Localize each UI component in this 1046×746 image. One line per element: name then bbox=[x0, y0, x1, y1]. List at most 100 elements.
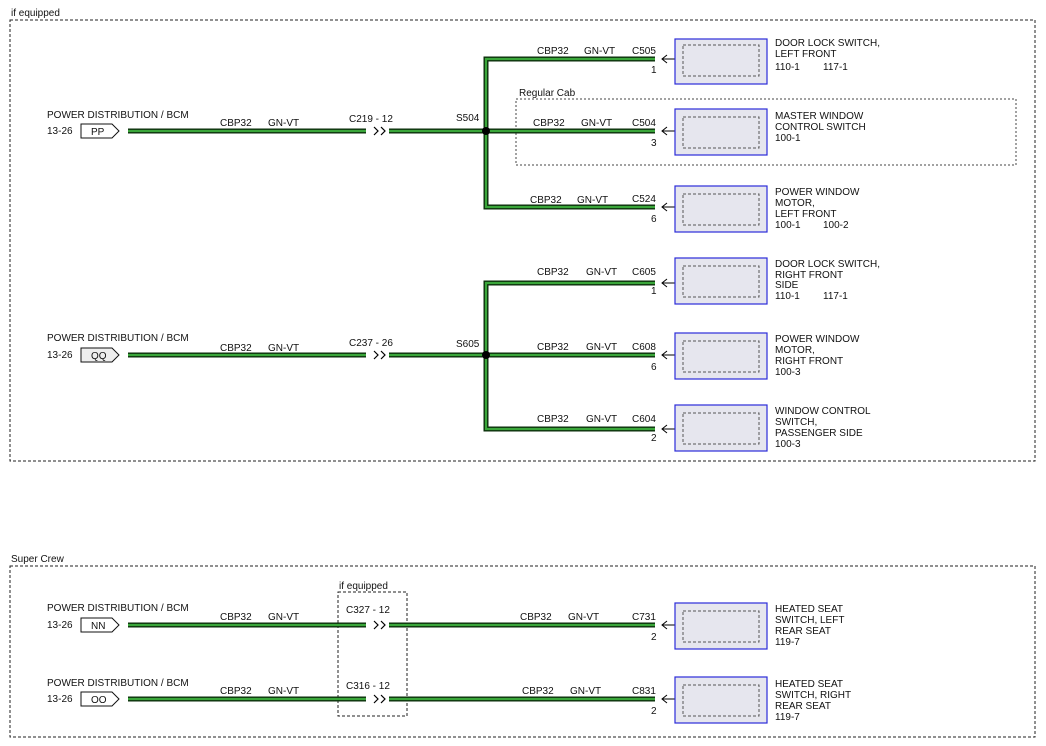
source-title: POWER DISTRIBUTION / BCM bbox=[47, 333, 189, 344]
pin-arrow-icon bbox=[661, 350, 675, 360]
connector-label: C504 bbox=[632, 118, 656, 129]
connector-label: C731 bbox=[632, 612, 656, 623]
super-crew-frame bbox=[9, 565, 1036, 738]
source-title: POWER DISTRIBUTION / BCM bbox=[47, 678, 189, 689]
wire-circuit: CBP32 bbox=[220, 686, 252, 697]
component-name-line: LEFT FRONT bbox=[775, 209, 836, 220]
wire-color: GN-VT bbox=[584, 46, 615, 57]
inline-connector-c327: C327 - 12 bbox=[346, 605, 390, 616]
inline-connector-symbols bbox=[373, 126, 386, 704]
component-name-line: REAR SEAT bbox=[775, 701, 831, 712]
component-name-line: LEFT FRONT bbox=[775, 49, 836, 60]
component-ref: 100-3 bbox=[775, 439, 801, 450]
component-name-line: WINDOW CONTROL bbox=[775, 406, 871, 417]
pin-number: 3 bbox=[651, 138, 657, 149]
pin-arrow-icon bbox=[661, 424, 675, 434]
component-ref: 117-1 bbox=[823, 62, 848, 73]
wire-circuit: CBP32 bbox=[220, 612, 252, 623]
wire-circuit: CBP32 bbox=[530, 195, 562, 206]
inline-connector-c316: C316 - 12 bbox=[346, 681, 390, 692]
component-door-lock-switch-right-front-side: C605 1 DOOR LOCK SWITCH, RIGHT FRONT SID… bbox=[632, 257, 880, 305]
component-ref: 100-1 bbox=[775, 133, 801, 144]
connector-label: C604 bbox=[632, 414, 656, 425]
regular-cab-frame bbox=[515, 98, 1017, 166]
component-name-line: MOTOR, bbox=[775, 345, 815, 356]
wire-color: GN-VT bbox=[568, 612, 599, 623]
pin-number: 2 bbox=[651, 632, 657, 643]
connector-label: C608 bbox=[632, 342, 656, 353]
pin-number: 2 bbox=[651, 706, 657, 717]
source-qq: POWER DISTRIBUTION / BCM 13-26 QQ bbox=[47, 333, 189, 363]
pin-number: 6 bbox=[651, 214, 657, 225]
pin-number: 1 bbox=[651, 286, 657, 297]
component-ref: 119-7 bbox=[775, 637, 800, 648]
inline-if-equipped-frame bbox=[337, 591, 408, 717]
component-name-line: HEATED SEAT bbox=[775, 679, 843, 690]
splice-s605-label: S605 bbox=[456, 339, 480, 350]
component-heated-seat-switch-left-rear: C731 2 HEATED SEAT SWITCH, LEFT REAR SEA… bbox=[632, 602, 844, 650]
wire-labels: CBP32 GN-VT CBP32 GN-VT CBP32 GN-VT CBP3… bbox=[220, 46, 617, 697]
wire-color: GN-VT bbox=[268, 118, 299, 129]
inline-connector-c219: C219 - 12 bbox=[349, 114, 393, 125]
component-ref: 110-1 bbox=[775, 62, 800, 73]
pin-arrow-icon bbox=[661, 620, 675, 630]
source-ref: 13-26 bbox=[47, 694, 73, 705]
source-title: POWER DISTRIBUTION / BCM bbox=[47, 603, 189, 614]
component-name-line: POWER WINDOW bbox=[775, 334, 860, 345]
component-ref: 117-1 bbox=[823, 291, 848, 302]
splice-s504-dot bbox=[482, 127, 490, 135]
connector-label: C605 bbox=[632, 267, 656, 278]
bottom-section-label: Super Crew bbox=[11, 554, 65, 565]
source-oo: POWER DISTRIBUTION / BCM 13-26 OO bbox=[47, 678, 189, 707]
component-name-line: REAR SEAT bbox=[775, 626, 831, 637]
wire-circuit: CBP32 bbox=[533, 118, 565, 129]
component-window-control-switch-passenger-side: C604 2 WINDOW CONTROL SWITCH, PASSENGER … bbox=[632, 404, 871, 452]
component-door-lock-switch-left-front: C505 1 DOOR LOCK SWITCH, LEFT FRONT 110-… bbox=[632, 38, 880, 85]
pin-arrow-icon bbox=[661, 54, 675, 64]
source-tag: PP bbox=[91, 127, 105, 138]
source-tag: QQ bbox=[91, 351, 107, 362]
component-name-line: DOOR LOCK SWITCH, bbox=[775, 38, 880, 49]
component-ref: 100-1 bbox=[775, 220, 801, 231]
inline-if-equipped-label: if equipped bbox=[339, 581, 388, 592]
wire-color: GN-VT bbox=[586, 414, 617, 425]
component-name-line: PASSENGER SIDE bbox=[775, 428, 863, 439]
component-name-line: RIGHT FRONT bbox=[775, 270, 843, 281]
component-name-line: SWITCH, RIGHT bbox=[775, 690, 851, 701]
component-ref: 100-3 bbox=[775, 367, 801, 378]
connector-label: C524 bbox=[632, 194, 656, 205]
component-name-line: SWITCH, LEFT bbox=[775, 615, 844, 626]
component-name-line: CONTROL SWITCH bbox=[775, 122, 866, 133]
component-master-window-control-switch: C504 3 MASTER WINDOW CONTROL SWITCH 100-… bbox=[632, 108, 866, 156]
component-name-line: MOTOR, bbox=[775, 198, 815, 209]
pin-arrow-icon bbox=[661, 694, 675, 704]
wire-circuit: CBP32 bbox=[537, 267, 569, 278]
component-power-window-motor-left-front: C524 6 POWER WINDOW MOTOR, LEFT FRONT 10… bbox=[632, 185, 860, 233]
wire-color: GN-VT bbox=[570, 686, 601, 697]
wire-color: GN-VT bbox=[268, 612, 299, 623]
source-tag: OO bbox=[91, 695, 107, 706]
wire-color: GN-VT bbox=[586, 342, 617, 353]
source-tag: NN bbox=[91, 621, 105, 632]
wires bbox=[128, 56, 655, 702]
component-name-line: SWITCH, bbox=[775, 417, 817, 428]
source-ref: 13-26 bbox=[47, 126, 73, 137]
pin-number: 2 bbox=[651, 433, 657, 444]
splice-s605-dot bbox=[482, 351, 490, 359]
component-name-line: RIGHT FRONT bbox=[775, 356, 843, 367]
wire-circuit: CBP32 bbox=[220, 118, 252, 129]
pin-arrow-icon bbox=[661, 126, 675, 136]
component-heated-seat-switch-right-rear: C831 2 HEATED SEAT SWITCH, RIGHT REAR SE… bbox=[632, 676, 851, 724]
splice-s504-label: S504 bbox=[456, 113, 480, 124]
source-pp: POWER DISTRIBUTION / BCM 13-26 PP bbox=[47, 110, 189, 139]
regular-cab-label: Regular Cab bbox=[519, 88, 576, 99]
component-power-window-motor-right-front: C608 6 POWER WINDOW MOTOR, RIGHT FRONT 1… bbox=[632, 332, 860, 380]
top-section-label: if equipped bbox=[11, 8, 60, 19]
wire-circuit: CBP32 bbox=[520, 612, 552, 623]
pin-number: 1 bbox=[651, 65, 657, 76]
wire-circuit: CBP32 bbox=[537, 46, 569, 57]
connector-label: C831 bbox=[632, 686, 656, 697]
pin-number: 6 bbox=[651, 362, 657, 373]
pin-arrow-icon bbox=[661, 202, 675, 212]
